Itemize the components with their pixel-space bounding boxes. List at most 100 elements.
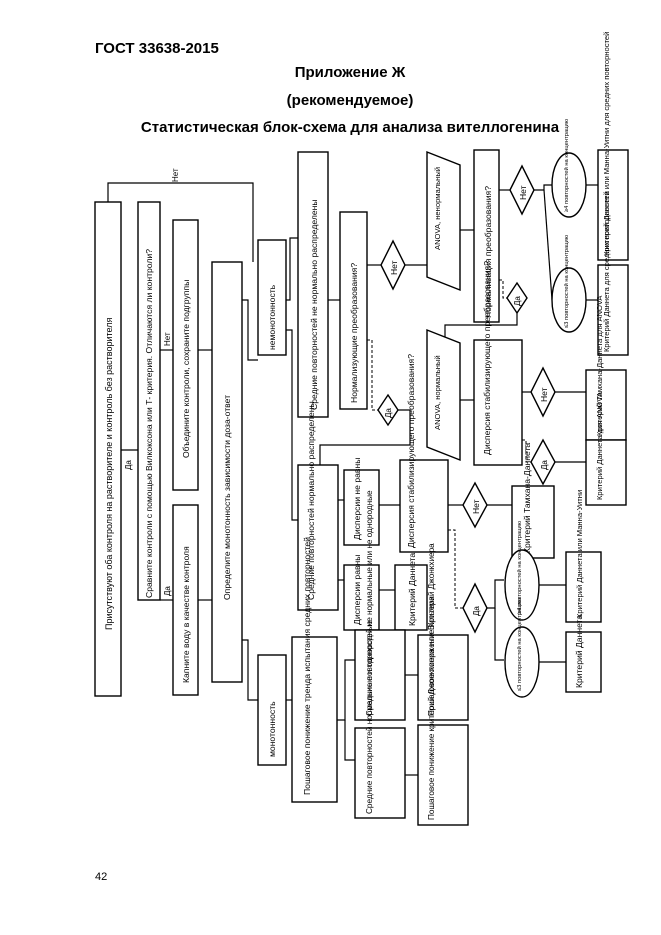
text-ge4-1: ≥4 повторностей на концентрацию (563, 118, 570, 212)
text-stepdown-jonckheere-williams: Пошаговое понижение критерий Джонкхиера … (427, 596, 436, 820)
text-stepwise-trend: Пошаговое понижение тренда испытания сре… (302, 537, 312, 795)
label-yes-1: Да (124, 460, 133, 470)
text-ge4-2: ≥4 повторностей на концентрацию (516, 520, 523, 614)
box-stepdown-jonckheere-williams (417, 724, 469, 826)
box-compare-controls (137, 201, 161, 601)
box-dunnett-small (394, 564, 428, 631)
label-diamond-no-3: Нет (539, 387, 549, 402)
line-yes-down (319, 409, 411, 465)
box-normal-homog (354, 727, 406, 819)
text-combine-controls: Объедините контроли, сохраните подгруппы (181, 280, 191, 458)
line-no-top (107, 182, 254, 262)
line-to-le3-1 (543, 189, 553, 301)
text-variance-stab-1a: Дисперсия стабилизирующего преобразовани… (482, 261, 492, 455)
text-variance-stab-2: Дисперсия стабилизирующего преобразовани… (406, 354, 416, 548)
text-normalizing: Нормализующие преобразования? (349, 263, 359, 403)
label-no-top: Нет (171, 168, 180, 182)
text-not-normal-nonhomog: Средние повторностей не нормальные или н… (365, 490, 374, 716)
page-number: 42 (95, 871, 108, 883)
box-means-normal (297, 464, 339, 611)
text-variances-equal: Дисперсии равны (352, 555, 362, 625)
line-var-yes (522, 439, 531, 463)
standard-code: ГОСТ 33638-2015 (95, 40, 219, 57)
text-tamhane-dunnett-anova: Критерий Тамхана-Даннета для ANOVA (595, 295, 604, 436)
text-means-normal: Средние повторностей нормально распредел… (306, 401, 316, 600)
label-diamond-yes-4: Да (472, 606, 481, 616)
box-dunnett-mann-1 (597, 149, 629, 261)
box-variances-unequal (343, 469, 380, 546)
text-dunnett-final: Критерий Даннета (574, 615, 584, 688)
box-monotonic (257, 654, 287, 766)
box-present-both (94, 201, 122, 697)
label-diamond-yes-2: Да (513, 296, 522, 306)
label-diamond-yes-3: Да (540, 460, 549, 470)
text-monotonic: монотонность (267, 701, 277, 757)
text-determine-monotonicity: Определите монотонность зависимости доза… (222, 395, 232, 600)
box-variance-stab-2 (399, 459, 449, 553)
box-variances-equal (343, 564, 380, 631)
box-stepwise-trend (291, 636, 338, 803)
text-compare-controls: Сравните контроли с помощью Вилкоксона и… (144, 249, 154, 598)
text-normalization-q: Нормализация преобразования? (483, 186, 493, 318)
box-not-normal-nonhomog (354, 629, 406, 721)
text-dunnett-mann-2: Критерий Даннета или Манна-Уитни (575, 490, 584, 618)
box-combine-controls (172, 219, 199, 491)
line-to-normal (286, 329, 298, 521)
label-diamond-no-2: Нет (518, 185, 528, 200)
box-variance-stab-1 (473, 339, 523, 466)
text-present-both: Присутствуют оба контроля на растворител… (104, 318, 114, 630)
text-dunnett-anova: Критерий Даннета для ANOVA (595, 391, 604, 500)
text-anova-nonnormal: ANOVA, ненормальный (433, 167, 442, 250)
line-yes-to-le3 (494, 608, 504, 661)
box-stepdown-jonckheere (417, 634, 469, 721)
text-tamhane-dunnett: Критерий Тамхана-Даннета (522, 443, 532, 553)
appendix-label: Приложение Ж (294, 64, 406, 81)
label-diamond-no-4: Нет (471, 499, 481, 514)
line-to-nonnormal (286, 237, 298, 301)
line-var2-yes (448, 529, 463, 609)
diamond-yes-2 (506, 281, 528, 315)
line-mono (242, 639, 258, 701)
text-dunnett-small: Критерий Даннета (407, 553, 417, 626)
text-non-monotonic: немонотонность (267, 284, 277, 350)
text-normal-homog: Средние повторностей нормальные и одноро… (365, 620, 374, 814)
line-yes-to-anova2 (444, 313, 518, 340)
box-means-not-normal (297, 151, 329, 418)
para-anova-nonnormal (426, 150, 461, 292)
box-dunnett-anova (585, 439, 627, 506)
text-water-control: Капните воду в качестве контроля (181, 546, 191, 683)
box-non-monotonic (257, 239, 287, 356)
label-yes-2: Да (163, 586, 172, 596)
text-means-not-normal: Средние повторностей не нормально распре… (309, 199, 319, 410)
line-to-ge4-1 (534, 184, 552, 191)
box-dunnett-mann-2 (565, 551, 602, 623)
label-diamond-no-1: Нет (389, 260, 399, 275)
box-dunnett-final (565, 631, 602, 693)
label-no-2: Нет (163, 332, 172, 346)
box-determine-monotonicity (211, 261, 243, 683)
line-nonmono (242, 299, 258, 361)
text-le3-2: ≤3 повторностей на концентрацию (516, 597, 523, 691)
box-tamhane-dunnett-anova (585, 369, 627, 441)
box-dunnett-means (597, 264, 629, 356)
line-normq-yes (499, 279, 507, 299)
line-to-homog (344, 720, 355, 761)
box-tamhane-dunnett (511, 485, 555, 559)
appendix-status: (рекомендуемое) (286, 92, 414, 109)
para-anova-normal (426, 328, 461, 462)
line-normtrans-yes (367, 339, 378, 411)
text-dunnett-mann-1: Критерий Даннета или Манна-Уитни для сре… (602, 32, 611, 256)
text-le3-1: ≤3 повторностей на концентрацию (563, 234, 570, 328)
text-dunnett-means: Критерий Даннета для средних повторносте… (602, 191, 611, 352)
text-variances-unequal: Дисперсии не равны (352, 458, 362, 540)
text-stepdown-jonckheere: Пошаговое понижение Критерий Джонкхиера (427, 543, 436, 716)
box-normalizing (339, 211, 368, 410)
flowchart-title: Статистическая блок-схема для анализа ви… (140, 119, 560, 136)
line-yes-to-ge4 (487, 579, 504, 609)
box-normalization-q (473, 149, 500, 323)
label-diamond-yes-1: Да (384, 408, 393, 418)
line-to-nonhomog (337, 659, 355, 721)
text-anova-normal: ANOVA, нормальный (433, 355, 442, 430)
